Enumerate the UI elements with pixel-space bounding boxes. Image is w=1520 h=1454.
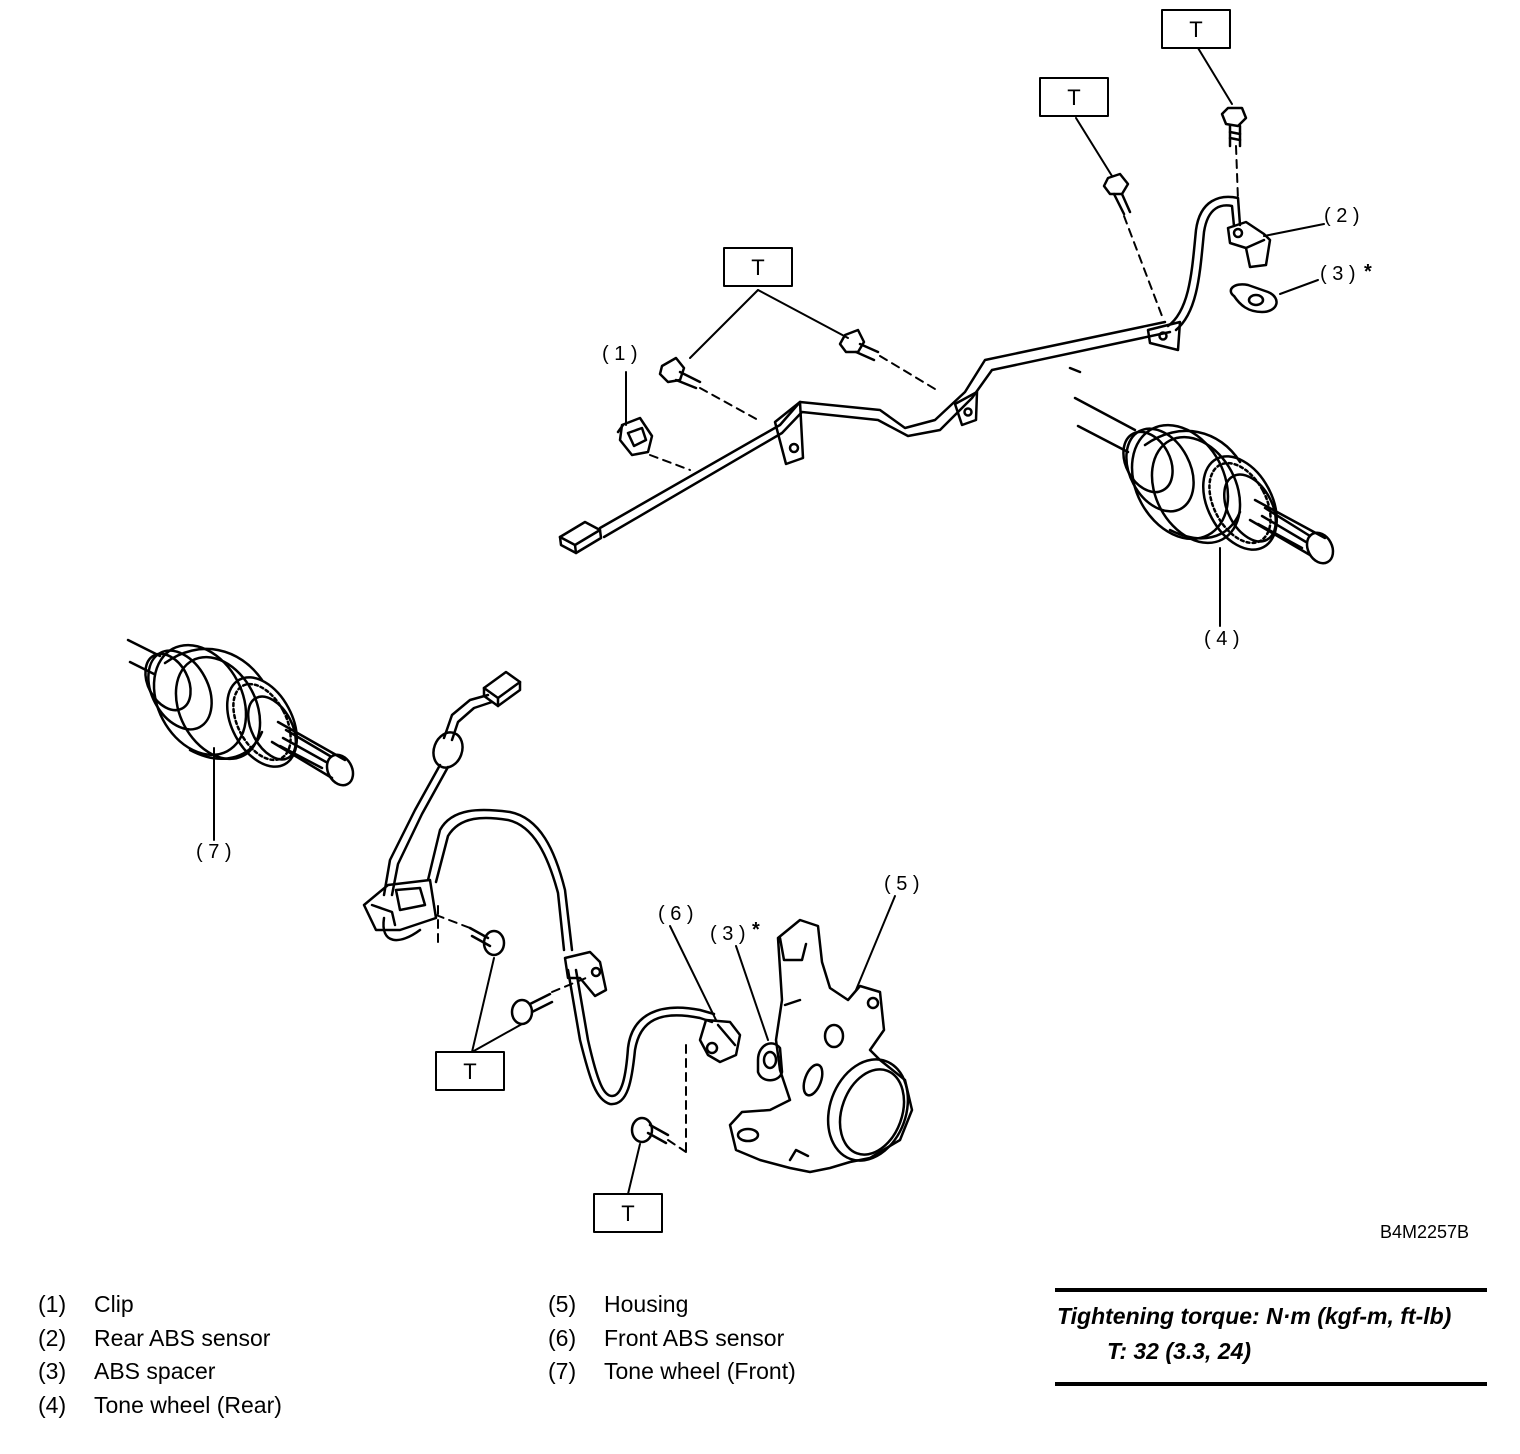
legend-item: (6) Front ABS sensor xyxy=(548,1322,796,1356)
legend-number: (4) xyxy=(38,1391,67,1418)
legend-item: (4) Tone wheel (Rear) xyxy=(38,1389,282,1423)
legend-label: ABS spacer xyxy=(94,1358,216,1384)
callout-4: ( 4 ) xyxy=(1204,628,1240,650)
callout-2: ( 2 ) xyxy=(1324,205,1360,227)
rear-abs-sensor xyxy=(1226,220,1272,269)
legend-label: Front ABS sensor xyxy=(604,1324,785,1351)
callout-3-front: ( 3 ) xyxy=(710,923,746,945)
harness-bracket-3 xyxy=(1146,320,1182,352)
front-cv-boot xyxy=(144,643,264,761)
legend-item: (3) ABS spacer xyxy=(38,1355,282,1389)
rear-axle-shaft xyxy=(1068,366,1137,454)
torque-spec-title: Tightening torque: N·m (kgf-m, ft-lb) xyxy=(1057,1303,1452,1329)
bolt-top-right xyxy=(1220,106,1248,148)
figure-code: B4M2257B xyxy=(1380,1222,1470,1242)
torque-marker: T xyxy=(1189,17,1202,42)
rear-tone-wheel xyxy=(1202,455,1278,551)
rear-harness-cable xyxy=(598,195,1242,539)
torque-spec-value: T: 32 (3.3, 24) xyxy=(1107,1338,1252,1364)
legend-label: Housing xyxy=(604,1291,689,1317)
front-axle-shaft xyxy=(126,638,162,676)
housing-knuckle xyxy=(728,918,914,1174)
torque-marker: T xyxy=(463,1059,476,1084)
front-tone-wheel xyxy=(225,676,299,768)
callout-6: ( 6 ) xyxy=(658,903,694,925)
legend-right: (5) Housing (6) Front ABS sensor (7) Tone w… xyxy=(548,1288,796,1389)
legend-number: (3) xyxy=(38,1358,67,1384)
rear-connector xyxy=(558,520,603,555)
torque-spec-box: Tightening torque: N·m (kgf-m, ft-lb) T:… xyxy=(1055,1288,1487,1386)
callout-5: ( 5 ) xyxy=(884,873,920,895)
rear-spline-shaft xyxy=(1248,498,1335,565)
legend-item: (7) Tone wheel (Front) xyxy=(548,1355,796,1389)
clip-part xyxy=(616,416,654,457)
front-connector xyxy=(482,670,522,708)
torque-box-frames xyxy=(435,9,1231,1233)
legend-label: Rear ABS sensor xyxy=(94,1324,271,1351)
legend-number: (2) xyxy=(38,1324,67,1351)
harness-bracket-2 xyxy=(953,390,979,427)
legend-label: Clip xyxy=(94,1291,134,1317)
legend-label: Tone wheel (Rear) xyxy=(94,1391,282,1418)
rear-abs-spacer xyxy=(1229,283,1278,314)
rear-cv-boot xyxy=(1122,423,1242,545)
callout-1: ( 1 ) xyxy=(602,343,638,365)
front-abs-spacer xyxy=(756,1042,784,1082)
leader-lines xyxy=(213,47,1325,1195)
asterisk-mark: * xyxy=(752,919,760,941)
bolt-harness xyxy=(838,328,880,362)
torque-marker: T xyxy=(1067,85,1080,110)
front-spline-shaft xyxy=(270,720,355,787)
asterisk-mark: * xyxy=(1364,261,1372,283)
legend-number: (1) xyxy=(38,1291,67,1317)
callout-7: ( 7 ) xyxy=(196,841,232,863)
bolt-front-sensor xyxy=(630,1116,670,1145)
legend-number: (6) xyxy=(548,1324,577,1351)
legend-number: (5) xyxy=(548,1291,577,1317)
assembly-lines xyxy=(435,145,1239,1153)
front-cable-clip xyxy=(563,950,608,998)
legend-left: (1) Clip (2) Rear ABS sensor (3) ABS spacer… xyxy=(38,1288,282,1422)
legend-number: (7) xyxy=(548,1358,577,1384)
torque-marker: T xyxy=(751,255,764,280)
bolt-top-mid xyxy=(1102,172,1132,216)
bolt-clip xyxy=(658,356,702,390)
torque-marker: T xyxy=(621,1201,634,1226)
legend-item: (5) Housing xyxy=(548,1288,796,1322)
callout-3-rear: ( 3 ) xyxy=(1320,263,1356,285)
harness-bracket-1 xyxy=(773,400,805,466)
legend-item: (1) Clip xyxy=(38,1288,282,1322)
front-harness-bracket xyxy=(362,878,438,932)
bolt-front-bracket xyxy=(468,926,506,957)
legend-item: (2) Rear ABS sensor xyxy=(38,1322,282,1356)
front-abs-sensor xyxy=(698,1018,742,1064)
bolt-front-clip xyxy=(510,992,554,1026)
legend-label: Tone wheel (Front) xyxy=(604,1358,796,1384)
front-harness-cable xyxy=(382,693,716,1106)
